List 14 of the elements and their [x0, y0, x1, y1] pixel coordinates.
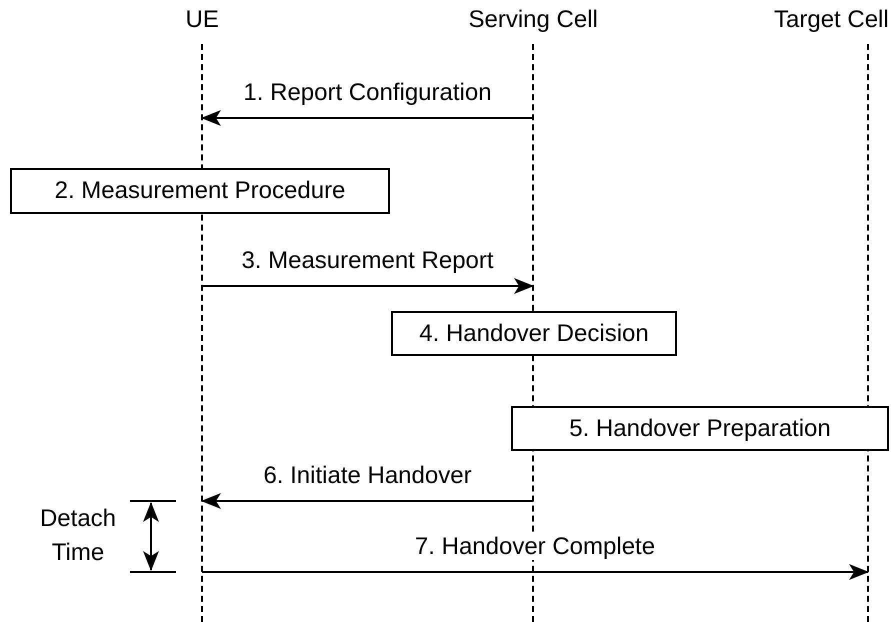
message-label: 3. Measurement Report — [241, 248, 494, 274]
message-label: 1. Report Configuration — [243, 80, 492, 106]
message-arrow — [201, 110, 533, 126]
message-arrow — [202, 278, 534, 294]
participant-label: Target Cell — [774, 6, 889, 34]
participant-label: Serving Cell — [468, 6, 598, 34]
message-label: 7. Handover Complete — [414, 534, 656, 560]
message-arrow — [202, 564, 869, 580]
participant-label: UE — [186, 6, 219, 34]
process-box: 4. Handover Decision — [391, 311, 677, 356]
dimension-label: Detach Time — [38, 504, 118, 568]
message-arrow — [201, 493, 533, 509]
process-box: 2. Measurement Procedure — [10, 168, 390, 214]
process-box: 5. Handover Preparation — [511, 406, 889, 451]
